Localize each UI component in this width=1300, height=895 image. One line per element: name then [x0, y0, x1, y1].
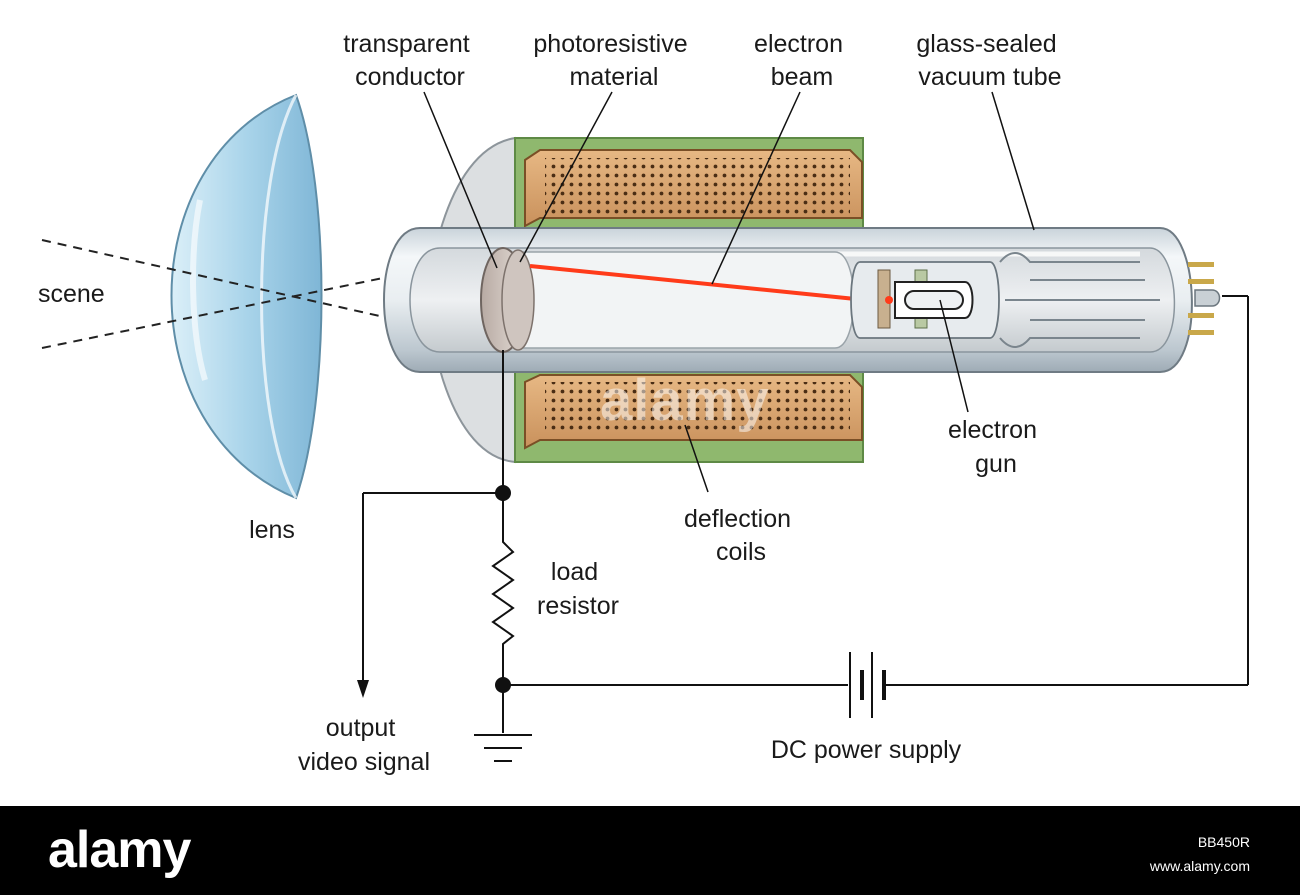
label-transparent-conductor: transparent conductor	[343, 30, 476, 91]
image-url: www.alamy.com	[1149, 858, 1250, 874]
junction-top	[495, 485, 511, 501]
electron-beam	[529, 264, 886, 304]
watermark-footer: alamy BB450R www.alamy.com	[0, 806, 1300, 895]
label-lens: lens	[249, 516, 295, 544]
target-plate	[480, 247, 535, 353]
label-scene: scene	[38, 280, 105, 308]
label-dc-power-supply: DC power supply	[771, 736, 962, 764]
output-arrowhead	[357, 680, 369, 698]
dc-battery-symbol	[849, 652, 886, 718]
deflection-coil-bottom	[514, 365, 864, 463]
label-electron-beam: electron beam	[754, 30, 850, 91]
label-electron-gun: electron gun	[948, 416, 1044, 478]
watermark-overlay: alamy	[600, 368, 769, 433]
label-photoresistive-material: photoresistive material	[533, 30, 694, 91]
alamy-logo: alamy	[48, 821, 191, 879]
deflection-coil-top	[514, 137, 864, 235]
diagram-canvas: transparent conductor photoresistive mat…	[38, 30, 1249, 776]
label-output-video-signal: output video signal	[298, 714, 430, 776]
electron-gun-assembly	[850, 261, 1000, 339]
label-vacuum-tube: glass-sealed vacuum tube	[916, 30, 1063, 91]
label-load-resistor: load resistor	[537, 558, 619, 620]
junction-bottom	[495, 677, 511, 693]
ground-symbol	[474, 734, 532, 762]
label-deflection-coils: deflection coils	[684, 505, 798, 566]
leader-lines	[423, 91, 1035, 493]
image-id: BB450R	[1197, 834, 1250, 850]
inner-cylinder	[519, 251, 855, 349]
tube-pins	[1188, 262, 1221, 335]
lens-element	[170, 93, 323, 500]
tube-base-leads	[999, 252, 1160, 348]
